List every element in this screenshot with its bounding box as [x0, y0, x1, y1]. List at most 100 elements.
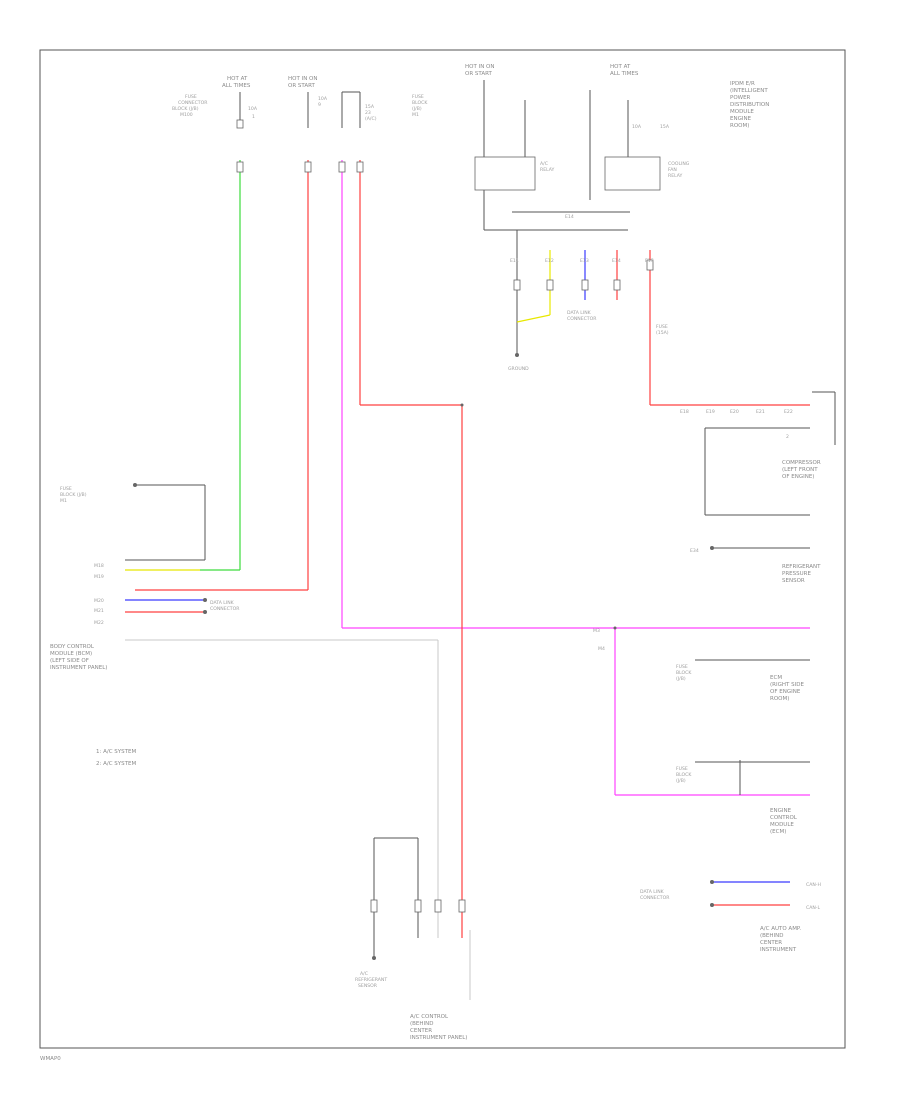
svg-text:E19: E19 — [706, 409, 715, 415]
svg-text:A/C: A/C — [540, 161, 548, 167]
svg-text:23: 23 — [365, 110, 371, 116]
svg-text:BODY CONTROL: BODY CONTROL — [50, 644, 95, 650]
svg-text:COMPRESSOR: COMPRESSOR — [782, 460, 821, 466]
svg-text:E13: E13 — [580, 258, 589, 264]
bcm-block: FUSE BLOCK (J/B) M1 DATA LINK CONNECTOR … — [50, 483, 439, 938]
svg-text:E14: E14 — [612, 258, 621, 264]
svg-text:E21: E21 — [756, 409, 765, 415]
svg-text:FAN: FAN — [668, 167, 677, 173]
svg-text:M4: M4 — [598, 646, 605, 652]
svg-text:INSTRUMENT PANEL): INSTRUMENT PANEL) — [50, 665, 107, 671]
svg-text:(15A): (15A) — [656, 330, 669, 336]
svg-text:REFRIGERANT: REFRIGERANT — [355, 977, 387, 983]
svg-text:(J/B): (J/B) — [412, 106, 422, 112]
svg-text:1: 1 — [252, 114, 255, 120]
compressor-block: E18 E19 E20 E21 E22 2 COMPRESSOR (LEFT F… — [680, 391, 836, 516]
svg-text:2: 2 — [786, 434, 789, 440]
svg-text:M19: M19 — [94, 574, 104, 580]
refrigerant-sensor-block: E34 REFRIGERANT PRESSURE SENSOR — [690, 546, 821, 584]
note-1: 1: A/C SYSTEM — [96, 749, 136, 755]
ipdm-connector-drops: E11 E12 E13 E14 E15 DATA LINK CONNECTOR … — [508, 230, 669, 405]
svg-text:E22: E22 — [784, 409, 793, 415]
main-wires — [135, 160, 810, 938]
svg-text:CENTER: CENTER — [760, 940, 782, 946]
svg-text:A/C: A/C — [360, 971, 368, 977]
svg-text:M22: M22 — [94, 620, 104, 626]
svg-text:CONNECTOR: CONNECTOR — [640, 895, 670, 901]
svg-text:M1: M1 — [412, 112, 419, 118]
svg-text:(ECM): (ECM) — [770, 829, 786, 835]
svg-text:CONTROL: CONTROL — [770, 815, 798, 821]
svg-text:10A: 10A — [248, 106, 258, 112]
svg-text:INSTRUMENT: INSTRUMENT — [760, 947, 797, 953]
svg-text:INSTRUMENT PANEL): INSTRUMENT PANEL) — [410, 1035, 467, 1041]
svg-text:A/C CONTROL: A/C CONTROL — [410, 1014, 449, 1020]
svg-text:FUSE: FUSE — [676, 664, 688, 670]
svg-text:HOT AT: HOT AT — [227, 76, 248, 82]
svg-text:E14: E14 — [565, 214, 574, 220]
svg-text:ECM: ECM — [770, 675, 782, 681]
svg-text:15A: 15A — [660, 124, 670, 130]
svg-text:10A: 10A — [632, 124, 642, 130]
svg-text:(LEFT FRONT: (LEFT FRONT — [782, 467, 818, 473]
svg-text:M20: M20 — [94, 598, 104, 604]
svg-text:FUSE: FUSE — [676, 766, 688, 772]
svg-text:15A: 15A — [365, 104, 375, 110]
svg-text:FUSE: FUSE — [656, 324, 668, 330]
svg-text:BLOCK: BLOCK — [676, 772, 692, 778]
svg-text:E11: E11 — [510, 258, 519, 264]
svg-text:9: 9 — [318, 102, 321, 108]
svg-text:OF ENGINE: OF ENGINE — [770, 689, 801, 695]
svg-text:M21: M21 — [94, 608, 104, 614]
svg-text:HOT AT: HOT AT — [610, 64, 631, 70]
svg-text:DISTRIBUTION: DISTRIBUTION — [730, 102, 769, 108]
svg-text:RELAY: RELAY — [668, 173, 683, 179]
svg-text:SENSOR: SENSOR — [782, 578, 805, 584]
diagram-frame — [39, 49, 846, 1049]
svg-text:M3: M3 — [593, 628, 600, 634]
svg-text:POWER: POWER — [730, 95, 751, 101]
svg-text:(BEHIND: (BEHIND — [410, 1021, 434, 1027]
svg-text:CENTER: CENTER — [410, 1028, 432, 1034]
svg-text:BLOCK: BLOCK — [676, 670, 692, 676]
svg-text:(RIGHT SIDE: (RIGHT SIDE — [770, 682, 804, 688]
svg-text:DATA LINK: DATA LINK — [210, 600, 235, 606]
svg-text:(J/B): (J/B) — [676, 778, 686, 784]
svg-text:REFRIGERANT: REFRIGERANT — [782, 564, 821, 570]
svg-text:E15: E15 — [645, 258, 654, 264]
svg-text:ALL TIMES: ALL TIMES — [222, 83, 251, 89]
svg-text:IPDM E/R: IPDM E/R — [730, 81, 755, 87]
svg-text:E12: E12 — [545, 258, 554, 264]
svg-text:HOT IN ON: HOT IN ON — [465, 64, 495, 70]
svg-text:OR START: OR START — [465, 71, 493, 77]
svg-text:BLOCK (J/B): BLOCK (J/B) — [172, 106, 199, 112]
svg-text:CAN-L: CAN-L — [806, 905, 820, 911]
svg-text:ENGINE: ENGINE — [770, 808, 792, 814]
svg-text:PRESSURE: PRESSURE — [782, 571, 811, 577]
svg-text:M18: M18 — [94, 563, 104, 569]
data-link-block: DATA LINK CONNECTOR CAN-H CAN-L A/C AUTO… — [640, 880, 821, 953]
notes: 1: A/C SYSTEM 2: A/C SYSTEM — [96, 749, 136, 767]
svg-text:M100: M100 — [180, 112, 193, 118]
fuse-block-mid: HOT IN ON OR START 10A 9 15A 23 (A/C) FU… — [288, 76, 428, 128]
svg-text:(LEFT SIDE OF: (LEFT SIDE OF — [50, 658, 89, 664]
ac-control-block: A/C REFRIGERANT SENSOR A/C CONTROL (BEHI… — [355, 837, 471, 1041]
svg-text:CONNECTOR: CONNECTOR — [567, 316, 597, 322]
svg-text:(A/C): (A/C) — [365, 116, 377, 122]
note-2: 2: A/C SYSTEM — [96, 761, 136, 767]
svg-text:SENSOR: SENSOR — [358, 983, 378, 989]
svg-text:BLOCK: BLOCK — [412, 100, 428, 106]
svg-text:FUSE: FUSE — [60, 486, 72, 492]
svg-text:FUSE: FUSE — [412, 94, 424, 100]
svg-text:(INTELLIGENT: (INTELLIGENT — [730, 88, 768, 94]
svg-text:FUSE: FUSE — [185, 94, 197, 100]
svg-text:DATA LINK: DATA LINK — [567, 310, 592, 316]
svg-text:A/C AUTO AMP.: A/C AUTO AMP. — [760, 926, 801, 932]
svg-text:ROOM): ROOM) — [770, 696, 789, 702]
svg-text:OF ENGINE): OF ENGINE) — [782, 474, 814, 480]
svg-text:HOT IN ON: HOT IN ON — [288, 76, 318, 82]
svg-text:CAN-H: CAN-H — [806, 882, 821, 888]
svg-text:(J/B): (J/B) — [676, 676, 686, 682]
svg-text:MODULE: MODULE — [770, 822, 794, 828]
